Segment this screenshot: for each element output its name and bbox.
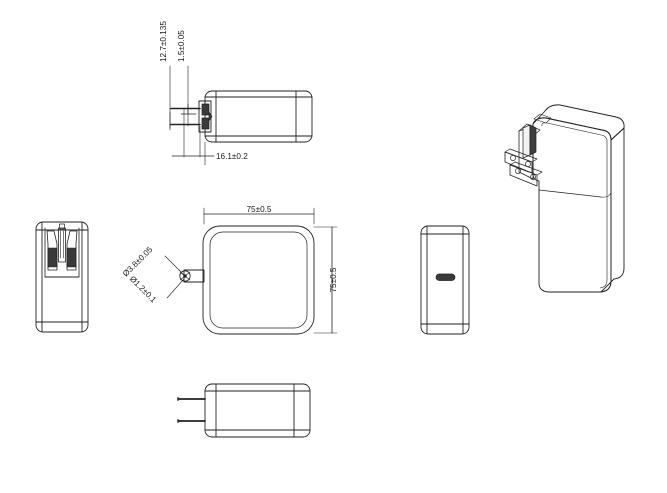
view-main [164,207,338,335]
dim-label-prong-thickness: 1.5±0.05 [177,30,186,62]
dim-label-body-height: 75±0.5 [329,267,338,292]
dim-label-pin-hole-large: Ø3.8±0.05 [121,245,155,279]
view-isometric [504,104,625,293]
dim-prong-thickness [180,65,197,127]
dim-label-prong-length: 12.7±0.135 [159,21,168,62]
view-side [420,225,470,335]
view-top [170,90,313,166]
view-bottom [177,383,311,438]
dim-label-body-width: 75±0.5 [247,205,272,214]
dim-label-pin-hole-small: Ø1.2±0.1 [128,274,158,304]
view-front [35,221,89,333]
dim-label-prong-spacing: 16.1±0.2 [216,152,248,161]
